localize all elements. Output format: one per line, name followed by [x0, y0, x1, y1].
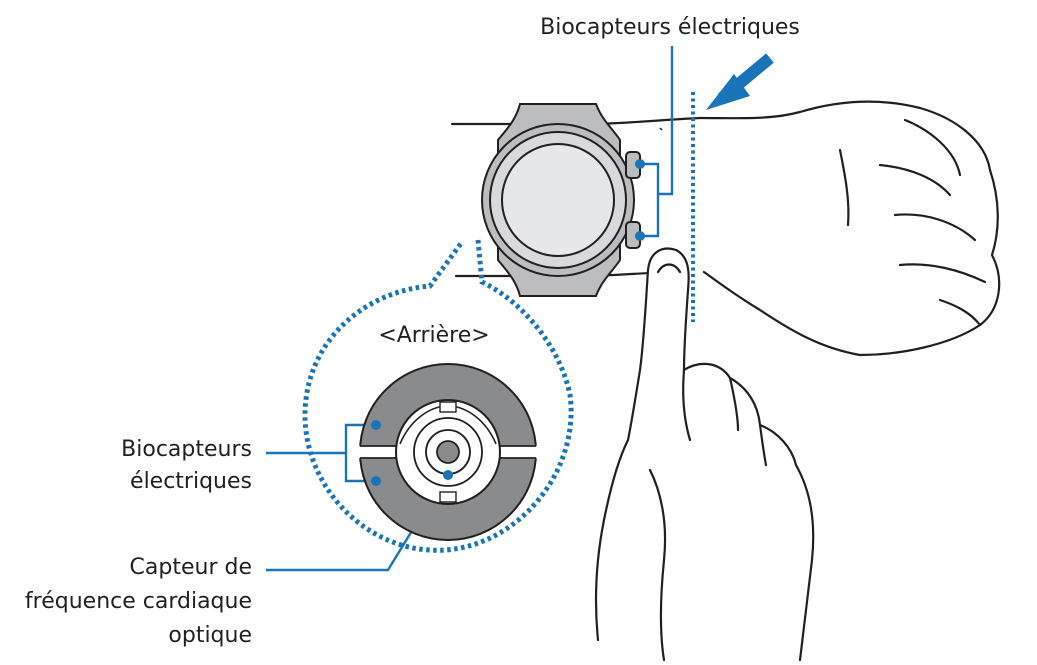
optical-sensor-center — [436, 440, 460, 464]
optical-sensor-dot — [443, 470, 453, 480]
hand-outline — [698, 100, 1001, 357]
button-sensor-dot-bottom — [635, 231, 645, 241]
back-view-label: <Arrière> — [378, 323, 490, 348]
side-electrical-sensors-label-line2: électriques — [130, 469, 252, 494]
top-electrical-sensors-label: Biocapteurs électriques — [540, 15, 800, 40]
optical-sensor-label-line1: Capteur de — [129, 555, 252, 580]
pointing-hand-outline — [594, 247, 815, 662]
watch-front — [481, 103, 663, 297]
watch-back — [358, 363, 538, 541]
button-sensor-dot-top — [635, 159, 645, 169]
side-electrical-sensors-label-line1: Biocapteurs — [121, 437, 252, 462]
optical-sensor-label-line2: fréquence cardiaque — [24, 589, 252, 614]
optical-sensor-label-line3: optique — [168, 623, 252, 648]
direction-arrow-icon — [706, 53, 774, 110]
back-sensor-dot-upper — [371, 420, 381, 430]
back-sensor-dot-lower — [371, 476, 381, 486]
